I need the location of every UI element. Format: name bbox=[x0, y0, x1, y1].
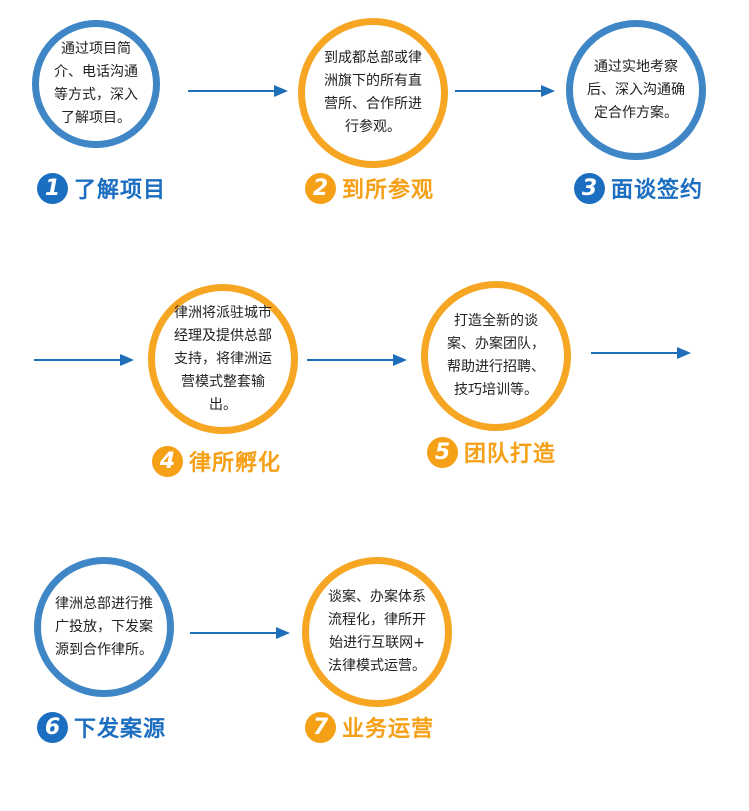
step-2-circle: 到成都总部或律 洲旗下的所有直 营所、合作所进 行参观。 bbox=[298, 18, 448, 168]
step-1-title: 了解项目 bbox=[74, 178, 167, 203]
step-7-description: 谈案、办案体系 流程化，律所开 始进行互联网+ 法律模式运营。 bbox=[328, 589, 426, 674]
step-3-circle: 通过实地考察 后、深入沟通确 定合作方案。 bbox=[566, 20, 706, 160]
step-7-label: 7 业务运营 bbox=[305, 711, 434, 743]
step-1-label: 1 了解项目 bbox=[37, 172, 166, 204]
step-6-label: 6 下发案源 bbox=[37, 711, 166, 743]
step-3-description: 通过实地考察 后、深入沟通确 定合作方案。 bbox=[587, 58, 685, 121]
step-5-title: 团队打造 bbox=[464, 442, 557, 467]
step-5-label: 5 团队打造 bbox=[427, 436, 556, 468]
step-4-label: 4 律所孵化 bbox=[152, 445, 281, 477]
step-3-label: 3 面谈签约 bbox=[574, 172, 703, 204]
arrow-step4-to-step5 bbox=[307, 354, 407, 366]
step-7-title: 业务运营 bbox=[342, 717, 435, 742]
arrow-step6-to-step7 bbox=[190, 627, 290, 639]
step-6-title: 下发案源 bbox=[74, 717, 167, 742]
step-5-circle: 打造全新的谈 案、办案团队， 帮助进行招聘、 技巧培训等。 bbox=[421, 281, 571, 431]
arrow-into-step4 bbox=[34, 354, 134, 366]
step-2-number-badge: 2 bbox=[305, 172, 336, 204]
step-1-number-badge: 1 bbox=[37, 172, 68, 204]
step-7-circle: 谈案、办案体系 流程化，律所开 始进行互联网+ 法律模式运营。 bbox=[302, 557, 452, 707]
step-4-description: 律洲将派驻城市 经理及提供总部 支持，将律洲运 营模式整套输 出。 bbox=[174, 304, 272, 413]
step-7-number-badge: 7 bbox=[305, 711, 336, 743]
step-6-circle: 律洲总部进行推 广投放，下发案 源到合作律所。 bbox=[34, 557, 174, 697]
step-4-number-badge: 4 bbox=[152, 445, 183, 477]
step-2-title: 到所参观 bbox=[342, 178, 435, 203]
step-4-title: 律所孵化 bbox=[189, 451, 282, 476]
step-2-description: 到成都总部或律 洲旗下的所有直 营所、合作所进 行参观。 bbox=[324, 50, 422, 135]
arrow-step1-to-step2 bbox=[188, 85, 288, 97]
step-3-title: 面谈签约 bbox=[611, 178, 704, 203]
arrow-step2-to-step3 bbox=[455, 85, 555, 97]
step-5-number-badge: 5 bbox=[427, 436, 458, 468]
arrow-out-of-step5 bbox=[591, 347, 691, 359]
step-5-description: 打造全新的谈 案、办案团队， 帮助进行招聘、 技巧培训等。 bbox=[447, 313, 545, 398]
step-4-circle: 律洲将派驻城市 经理及提供总部 支持，将律洲运 营模式整套输 出。 bbox=[148, 284, 298, 434]
step-6-description: 律洲总部进行推 广投放，下发案 源到合作律所。 bbox=[55, 595, 153, 658]
step-1-circle: 通过项目简 介、电话沟通 等方式，深入 了解项目。 bbox=[32, 20, 160, 148]
step-1-description: 通过项目简 介、电话沟通 等方式，深入 了解项目。 bbox=[54, 41, 138, 126]
step-2-label: 2 到所参观 bbox=[305, 172, 434, 204]
step-3-number-badge: 3 bbox=[574, 172, 605, 204]
step-6-number-badge: 6 bbox=[37, 711, 68, 743]
